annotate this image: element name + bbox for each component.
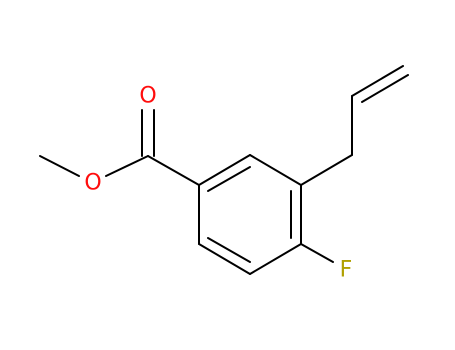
ring-bond-5 — [198, 243, 251, 275]
ring-bond-1 — [198, 154, 251, 186]
atom-labels: O O F — [84, 84, 352, 283]
ring-bond-2 — [249, 154, 302, 186]
bond-allyl-double-b — [361, 74, 409, 103]
bond-ring-allyl — [300, 154, 353, 186]
ring-bond-4 — [249, 243, 302, 275]
atom-carbonyl-oxygen: O — [139, 84, 156, 109]
atom-ester-oxygen: O — [84, 171, 101, 196]
bond-methyl-oxygen — [39, 155, 80, 177]
ring-bond-5-inner — [207, 237, 251, 263]
bonds — [39, 65, 409, 275]
bond-ring-fluorine — [300, 243, 334, 263]
atom-fluorine: F — [340, 258, 353, 283]
ring-bond-1-inner — [207, 166, 251, 192]
bond-carbonyl-ring — [147, 155, 200, 186]
bond-oxygen-carbonyl — [105, 155, 149, 177]
bond-allyl-double-a — [351, 65, 404, 97]
